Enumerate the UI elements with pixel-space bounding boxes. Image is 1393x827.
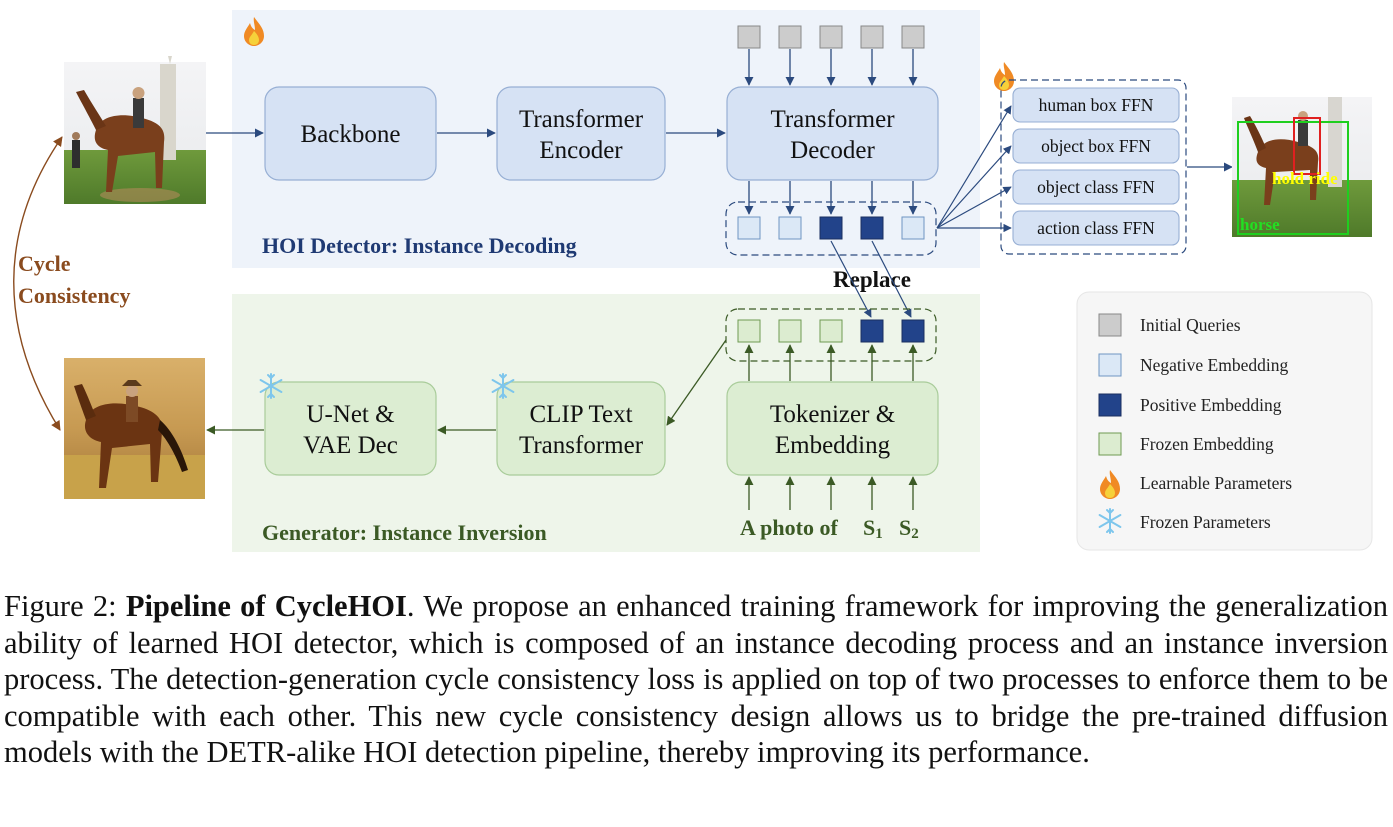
output-label-object: horse xyxy=(1240,215,1280,234)
clip-label-1: CLIP Text xyxy=(529,401,632,428)
legend-label: Negative Embedding xyxy=(1140,355,1288,375)
action-class-ffn xyxy=(1012,210,1180,246)
caption-prefix: Figure 2: xyxy=(4,589,126,623)
prompt-arrows xyxy=(744,476,918,510)
transformer-decoder-box xyxy=(726,86,939,181)
legend-box xyxy=(1076,291,1373,551)
positive-embedding xyxy=(901,319,925,343)
fire-icon xyxy=(244,17,264,46)
clip-label-2: Transformer xyxy=(519,432,644,459)
initial-query xyxy=(901,25,925,49)
initial-query xyxy=(860,25,884,49)
prompt-text: A photo of xyxy=(740,515,838,540)
legend-label: Initial Queries xyxy=(1140,315,1241,335)
unet-vae-box xyxy=(264,381,437,476)
caption-bold-title: Pipeline of CycleHOI xyxy=(125,589,407,623)
unet-label-1: U-Net & xyxy=(306,401,394,428)
cycle-label-1: Cycle xyxy=(18,251,71,276)
legend-initial-swatch xyxy=(1098,313,1122,337)
snowflake-icon xyxy=(259,373,283,399)
negative-embedding xyxy=(778,216,802,240)
clip-text-transformer-box xyxy=(496,381,666,476)
output-detection-image: hold ride horse xyxy=(1232,97,1372,237)
object-box-ffn xyxy=(1012,128,1180,164)
human-box-ffn-label: human box FFN xyxy=(1039,95,1154,115)
decoder-label-1: Transformer xyxy=(770,106,895,133)
prompt-s2: S2 xyxy=(899,515,919,542)
tokenizer-embedding-box xyxy=(726,381,939,476)
snowflake-icon xyxy=(1098,508,1122,534)
tokenizer-label-2: Embedding xyxy=(775,432,891,459)
action-class-ffn-label: action class FFN xyxy=(1037,218,1155,238)
negative-embedding xyxy=(901,216,925,240)
detector-section-title: HOI Detector: Instance Decoding xyxy=(262,233,577,258)
replace-arrow xyxy=(830,240,872,318)
figure-caption: Figure 2: Pipeline of CycleHOI. We propo… xyxy=(4,588,1388,771)
fire-icon xyxy=(994,62,1014,91)
frozen-embedding xyxy=(737,319,761,343)
output-label-action: hold ride xyxy=(1272,169,1338,188)
unet-label-2: VAE Dec xyxy=(303,432,398,459)
diagram-svg: Backbone Transformer Encoder Transformer… xyxy=(13,10,1373,552)
initial-query xyxy=(778,25,802,49)
transformer-encoder-box xyxy=(496,86,666,181)
caption-body: . We propose an enhanced training framew… xyxy=(4,589,1388,769)
legend-positive-swatch xyxy=(1098,393,1122,417)
object-class-ffn xyxy=(1012,169,1180,205)
fire-icon xyxy=(1100,470,1120,499)
initial-queries xyxy=(737,25,925,86)
human-box-ffn xyxy=(1012,87,1180,123)
legend-frozen-swatch xyxy=(1098,432,1122,456)
positive-embedding xyxy=(860,216,884,240)
cycle-consistency-arrow xyxy=(13,136,63,431)
initial-query xyxy=(737,25,761,49)
backbone-box xyxy=(264,86,437,181)
legend-negative-swatch xyxy=(1098,353,1122,377)
legend-label: Learnable Parameters xyxy=(1140,473,1292,493)
snowflake-icon xyxy=(491,373,515,399)
legend-label: Frozen Embedding xyxy=(1140,434,1274,454)
tokenizer-label-1: Tokenizer & xyxy=(770,401,895,428)
positive-embedding xyxy=(860,319,884,343)
encoder-label-1: Transformer xyxy=(519,106,644,133)
encoder-label-2: Encoder xyxy=(539,137,623,164)
decoder-label-2: Decoder xyxy=(790,137,875,164)
arrow-embeddings-to-clip xyxy=(666,339,727,426)
replace-arrow xyxy=(871,240,912,318)
positive-embedding xyxy=(819,216,843,240)
decoder-output-embeddings xyxy=(725,181,937,256)
ffn-heads: human box FFN object box FFN object clas… xyxy=(1012,87,1180,246)
prompt-s1: S1 xyxy=(863,515,883,542)
pipeline-diagram: Backbone Transformer Encoder Transformer… xyxy=(13,10,1373,552)
object-class-ffn-label: object class FFN xyxy=(1037,177,1155,197)
legend-items: Initial Queries Negative Embedding Posit… xyxy=(1098,313,1292,534)
frozen-embedding xyxy=(819,319,843,343)
initial-query xyxy=(819,25,843,49)
backbone-label: Backbone xyxy=(301,121,401,148)
legend-label: Positive Embedding xyxy=(1140,395,1282,415)
input-photo xyxy=(64,56,206,204)
ffn-fan-arrows xyxy=(936,105,1012,233)
generator-section-title: Generator: Instance Inversion xyxy=(262,520,547,545)
negative-embedding xyxy=(737,216,761,240)
cycle-label-2: Consistency xyxy=(18,283,130,308)
legend-label: Frozen Parameters xyxy=(1140,512,1271,532)
replace-label: Replace xyxy=(833,267,911,292)
frozen-embedding xyxy=(778,319,802,343)
generator-token-embeddings xyxy=(725,308,937,381)
object-box-ffn-label: object box FFN xyxy=(1041,136,1151,156)
generated-image xyxy=(64,358,205,499)
